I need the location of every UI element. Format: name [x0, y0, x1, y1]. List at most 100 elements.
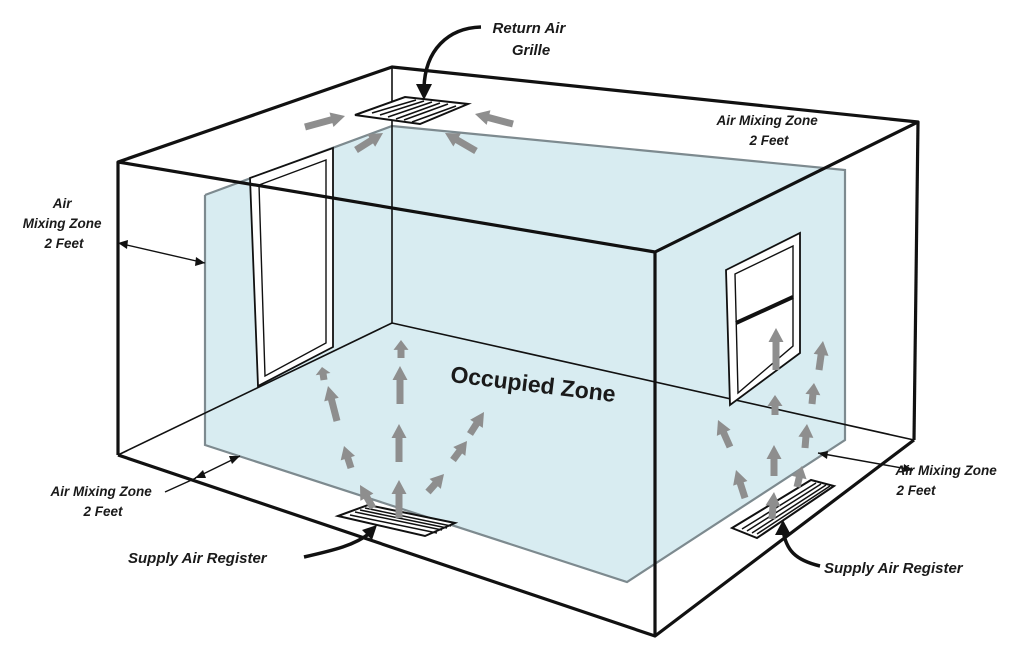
- arrow-icon: [798, 424, 814, 449]
- dim-left: [117, 242, 206, 264]
- arrow-head: [324, 386, 339, 402]
- arrow-shaft: [467, 421, 480, 436]
- arrow-shaft: [454, 136, 478, 155]
- arrow-icon: [360, 485, 377, 510]
- supply-register-left: [334, 503, 459, 538]
- arrow-icon: [733, 470, 749, 500]
- window-inner: [734, 244, 794, 395]
- mixing-zone-top-right-label: Air Mixing Zone 2 Feet: [715, 113, 821, 148]
- arrow-icon: [304, 112, 345, 131]
- dimension-lines: [117, 240, 914, 493]
- arrow-icon: [805, 383, 821, 405]
- callout-pointers: [303, 25, 821, 568]
- arrow-head: [766, 445, 782, 459]
- register-left-slats: [349, 507, 452, 534]
- arrow-head: [765, 492, 781, 507]
- arrow-head: [716, 420, 731, 436]
- arrow-head: [445, 133, 461, 147]
- arrow-icon: [766, 445, 782, 476]
- arrow-shaft: [720, 430, 734, 449]
- arrow-head: [475, 110, 491, 125]
- mixing-zone-right-label: Air Mixing Zone 2 Feet: [894, 463, 1000, 498]
- mixing-zone-left-label: Air Mixing Zone 2 Feet: [23, 196, 106, 251]
- arrow-shaft: [793, 475, 803, 488]
- arrow-shaft: [344, 456, 355, 470]
- supply-air-register-right-label: Supply Air Register: [824, 560, 964, 577]
- arrow-icon: [450, 441, 467, 463]
- arrow-shaft: [801, 435, 810, 449]
- supply-left-pointer: [303, 531, 372, 559]
- arrow-shaft: [319, 372, 328, 381]
- arrow-head: [768, 328, 784, 342]
- dim-right: [817, 452, 914, 471]
- arrow-head: [315, 367, 331, 376]
- arrow-head: [798, 424, 814, 438]
- back-right-edge: [912, 121, 920, 441]
- door-frame: [249, 146, 334, 388]
- arrow-icon: [445, 133, 478, 155]
- window-sash: [735, 295, 794, 325]
- arrow-icon: [791, 466, 807, 488]
- arrow-icon: [765, 492, 781, 520]
- arrow-head: [429, 474, 444, 489]
- arrow-head: [393, 340, 409, 350]
- window-frame: [725, 231, 801, 407]
- mixing-zone-bottom-left-label: Air Mixing Zone 2 Feet: [49, 484, 155, 519]
- arrow-shaft: [425, 480, 439, 495]
- supply-air-register-left-label: Supply Air Register: [128, 550, 268, 567]
- arrow-head: [453, 441, 467, 456]
- arrow-head: [813, 341, 829, 356]
- arrow-head: [791, 466, 807, 480]
- window: [725, 231, 801, 407]
- arrow-head: [733, 470, 748, 486]
- room-outline: [116, 65, 920, 638]
- arrow-head: [340, 446, 355, 461]
- arrow-icon: [324, 386, 341, 422]
- arrow-head: [360, 485, 374, 501]
- door-inner: [258, 158, 327, 378]
- airflow-arrows: [304, 110, 829, 520]
- arrow-icon: [467, 412, 484, 436]
- arrow-head: [367, 133, 383, 147]
- arrow-icon: [315, 367, 331, 381]
- occupied-zone-fill: [205, 126, 845, 582]
- arrow-shaft: [808, 393, 817, 405]
- arrow-head: [767, 395, 783, 406]
- arrow-shaft: [354, 136, 374, 153]
- door: [249, 146, 334, 388]
- arrow-icon: [392, 366, 408, 404]
- arrow-head: [391, 424, 407, 438]
- arrow-shaft: [815, 353, 825, 371]
- arrow-head: [805, 383, 821, 396]
- arrow-icon: [391, 424, 407, 462]
- arrow-icon: [393, 340, 409, 358]
- arrow-icon: [716, 420, 734, 449]
- arrow-shaft: [363, 494, 377, 510]
- arrow-shaft: [736, 481, 749, 500]
- arrow-icon: [768, 328, 784, 370]
- arrow-icon: [354, 133, 383, 153]
- floor-back-edge: [391, 322, 915, 441]
- arrow-shaft: [768, 504, 777, 520]
- arrow-shaft: [486, 113, 514, 128]
- arrow-head: [329, 112, 345, 127]
- return-air-grille-label: Return Air Grille: [493, 20, 570, 59]
- arrow-icon: [813, 341, 829, 371]
- arrow-shaft: [327, 397, 341, 422]
- arrow-icon: [391, 480, 407, 518]
- arrow-head: [470, 412, 484, 428]
- arrow-head: [391, 480, 407, 494]
- return-air-grille: [354, 95, 472, 126]
- arrow-icon: [425, 474, 444, 495]
- return-grille-pointer: [422, 25, 482, 89]
- floor-left-edge: [117, 322, 393, 456]
- arrow-icon: [475, 110, 514, 128]
- arrow-shaft: [450, 448, 463, 463]
- grille-slats: [371, 99, 457, 123]
- arrow-head: [392, 366, 408, 380]
- arrow-icon: [767, 395, 783, 415]
- arrow-icon: [340, 446, 355, 470]
- floor-front-edges: [117, 438, 915, 638]
